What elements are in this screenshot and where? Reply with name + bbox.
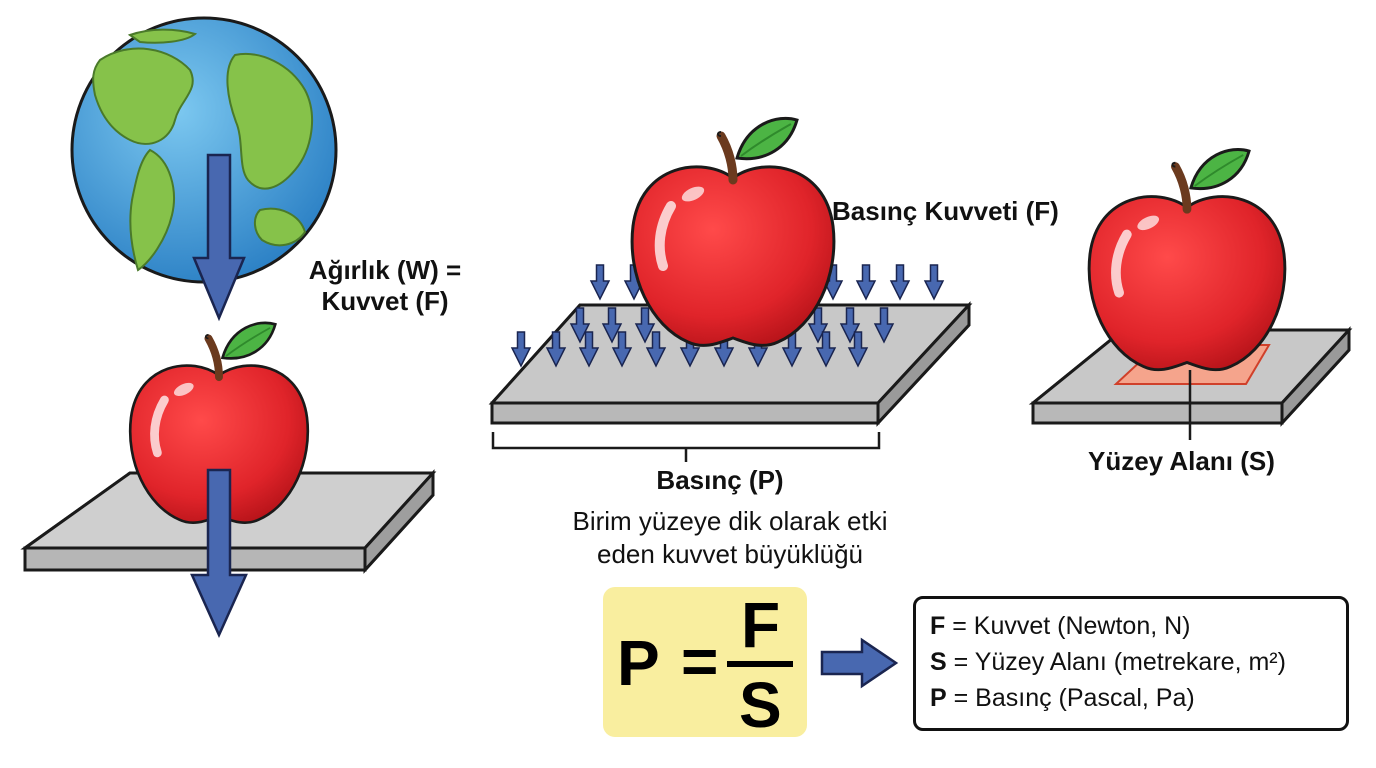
pressure-arrow [590,264,610,300]
apple-right [1089,149,1285,369]
surface-area-label: Yüzey Alanı (S) [1088,446,1275,476]
pressure-arrow [856,264,876,300]
pressure-desc-line2: eden kuvvet büyüklüğü [597,539,863,569]
earth-globe-icon [70,16,338,284]
pressure-arrow [511,331,531,367]
apple-middle [632,118,834,345]
weight-label-line1: Ağırlık (W) = [308,255,462,285]
legend-text: = Yüzey Alanı (metrekare, m²) [946,648,1286,676]
legend-text: = Kuvvet (Newton, N) [945,612,1191,640]
weight-label: Ağırlık (W) = Kuvvet (F) [300,255,470,317]
legend-text: = Basınç (Pascal, Pa) [946,684,1195,712]
legend-item: F = Kuvvet (Newton, N) [930,611,1191,641]
legend-item: S = Yüzey Alanı (metrekare, m²) [930,647,1286,677]
legend-symbol: F [930,612,946,640]
formula-denominator: S [739,669,782,741]
formula-arrow [820,637,899,689]
fraction-bar [727,661,793,667]
legend-box: F = Kuvvet (Newton, N) S = Yüzey Alanı (… [913,596,1349,731]
weight-label-line2: Kuvvet (F) [321,286,449,316]
formula-equals: = [681,625,719,697]
pressure-arrow [924,264,944,300]
pressure-title: Basınç (P) [656,465,784,495]
legend-symbol: P [930,684,947,712]
weight-arrow-top [192,153,246,322]
formula-lhs: P [617,627,660,699]
pressure-bracket [491,432,881,462]
formula-numerator: F [741,589,781,661]
weight-arrow-bottom [190,468,248,639]
pressure-description: Birim yüzeye dik olarak etki eden kuvvet… [520,505,940,571]
legend-item: P = Basınç (Pascal, Pa) [930,683,1195,713]
pressure-force-label: Basınç Kuvveti (F) [832,196,1059,226]
legend-symbol: S [930,648,947,676]
pressure-arrow [890,264,910,300]
formula-box: P = F S [603,587,807,737]
pressure-desc-line1: Birim yüzeye dik olarak etki [572,506,888,536]
